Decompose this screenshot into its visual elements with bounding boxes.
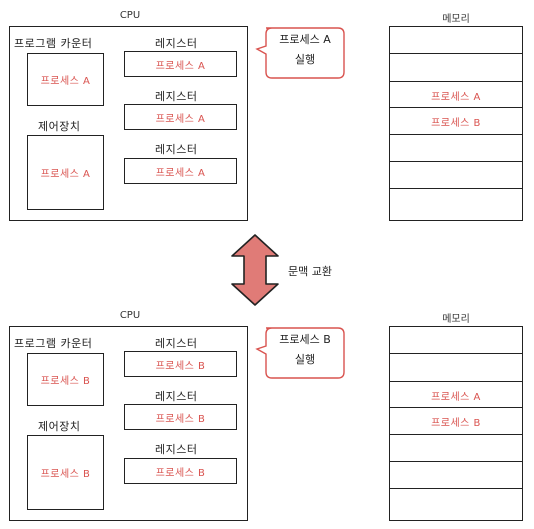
register-label-bottom-3: 레지스터 <box>155 443 198 456</box>
speech-bubble-top <box>255 27 345 79</box>
control-unit-box-bottom: 프로세스 B <box>27 435 104 510</box>
memory-slot-process-a-bottom: 프로세스 A <box>431 392 481 403</box>
program-counter-value-bottom: 프로세스 B <box>40 376 91 387</box>
memory-divider <box>390 81 522 82</box>
bubble-line2-top: 실행 <box>294 53 316 66</box>
speech-bubble-bottom <box>255 327 345 379</box>
bubble-line1-top: 프로세스 A <box>279 33 331 46</box>
register-value-top-2: 프로세스 A <box>155 113 206 125</box>
memory-slot-process-a-top: 프로세스 A <box>431 92 481 103</box>
memory-box-top: 프로세스 A 프로세스 B <box>389 26 523 221</box>
register-box-bottom-3: 프로세스 B <box>124 458 237 484</box>
control-unit-box-top: 프로세스 A <box>27 135 104 210</box>
context-switch-label: 문맥 교환 <box>288 265 332 278</box>
register-value-top-1: 프로세스 A <box>155 60 206 72</box>
program-counter-value-top: 프로세스 A <box>40 76 91 87</box>
memory-divider <box>390 407 522 408</box>
speech-bubble-text-top: 프로세스 A 실행 <box>266 30 344 70</box>
cpu-title-top: CPU <box>119 10 141 21</box>
register-label-bottom-1: 레지스터 <box>155 337 198 350</box>
memory-title-top: 메모리 <box>442 14 470 25</box>
register-label-bottom-2: 레지스터 <box>155 390 198 403</box>
program-counter-label-bottom: 프로그램 카운터 <box>14 337 93 350</box>
memory-divider <box>390 461 522 462</box>
memory-box-bottom: 프로세스 A 프로세스 B <box>389 326 523 521</box>
register-value-bottom-1: 프로세스 B <box>155 360 206 372</box>
memory-divider <box>390 381 522 382</box>
memory-divider <box>390 434 522 435</box>
memory-divider <box>390 488 522 489</box>
control-unit-label-top: 제어장치 <box>38 120 81 133</box>
register-value-top-3: 프로세스 A <box>155 167 206 179</box>
memory-slot-process-b-top: 프로세스 B <box>431 118 481 129</box>
memory-divider <box>390 134 522 135</box>
memory-divider <box>390 188 522 189</box>
speech-bubble-text-bottom: 프로세스 B 실행 <box>266 330 344 370</box>
memory-title-bottom: 메모리 <box>442 314 470 325</box>
register-label-top-2: 레지스터 <box>155 90 198 103</box>
control-unit-label-bottom: 제어장치 <box>38 420 81 433</box>
register-value-bottom-2: 프로세스 B <box>155 413 206 425</box>
cpu-title-bottom: CPU <box>119 310 141 321</box>
program-counter-label-top: 프로그램 카운터 <box>14 37 93 50</box>
memory-divider <box>390 107 522 108</box>
memory-divider <box>390 53 522 54</box>
register-box-top-2: 프로세스 A <box>124 104 237 130</box>
memory-divider <box>390 161 522 162</box>
register-label-top-1: 레지스터 <box>155 37 198 50</box>
program-counter-box-bottom: 프로세스 B <box>27 353 104 406</box>
bubble-line1-bottom: 프로세스 B <box>279 333 331 346</box>
register-value-bottom-3: 프로세스 B <box>155 467 206 479</box>
register-box-bottom-2: 프로세스 B <box>124 404 237 430</box>
register-box-top-3: 프로세스 A <box>124 158 237 184</box>
control-unit-value-bottom: 프로세스 B <box>40 469 91 480</box>
control-unit-value-top: 프로세스 A <box>40 169 91 180</box>
register-box-top-1: 프로세스 A <box>124 51 237 77</box>
register-label-top-3: 레지스터 <box>155 143 198 156</box>
memory-slot-process-b-bottom: 프로세스 B <box>431 418 481 429</box>
program-counter-box-top: 프로세스 A <box>27 53 104 106</box>
bubble-line2-bottom: 실행 <box>294 353 316 366</box>
register-box-bottom-1: 프로세스 B <box>124 351 237 377</box>
context-switch-arrow <box>231 234 279 306</box>
memory-divider <box>390 353 522 354</box>
